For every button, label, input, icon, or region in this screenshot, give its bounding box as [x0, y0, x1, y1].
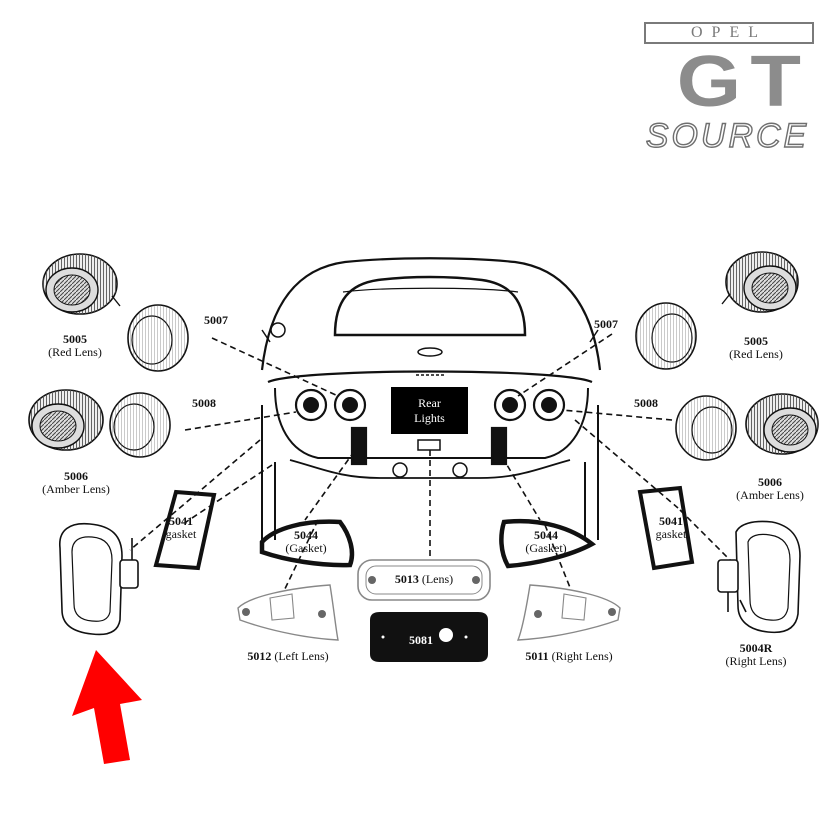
part-desc: (Red Lens) [48, 345, 102, 360]
lamp-housing-5005-right [721, 251, 799, 313]
label-5005-left: 5005 (Red Lens) [45, 332, 105, 360]
part-desc: (Gasket) [285, 541, 327, 556]
part-number: 5005 [744, 334, 768, 348]
lamp-housing-5006-right [745, 393, 819, 455]
label-5007-right: 5007 [586, 317, 626, 331]
lamp-housing-5006-left [28, 389, 104, 451]
label-5013: 5013 (Lens) [384, 572, 464, 586]
label-5006-left: 5006 (Amber Lens) [36, 469, 116, 497]
car-tail-lamps [294, 388, 566, 422]
gasket-5081-center [370, 612, 488, 662]
logo-site: SOURCE [645, 116, 810, 155]
label-5044-right: 5044 (Gasket) [516, 528, 576, 556]
part-desc: (Amber Lens) [42, 482, 110, 497]
part-desc: (Left Lens) [274, 649, 329, 663]
label-5005-right: 5005 (Red Lens) [724, 334, 788, 362]
lens-5012-left [237, 584, 339, 641]
lens-5013-center [357, 559, 491, 601]
label-5008-left: 5008 [184, 396, 224, 410]
label-5004R: 5004R (Right Lens) [718, 641, 794, 669]
part-desc: gasket [655, 527, 687, 542]
logo-brand: OPEL [644, 22, 814, 44]
part-number: 5008 [192, 396, 216, 410]
part-number: 5007 [594, 317, 618, 331]
label-5007-left: 5007 [196, 313, 236, 327]
gasket-5041-right [637, 485, 695, 571]
label-5008-right: 5008 [626, 396, 666, 410]
part-desc: (Gasket) [525, 541, 567, 556]
part-number: 5013 [394, 572, 419, 586]
part-desc: (Red Lens) [729, 347, 783, 362]
label-5012: 5012 (Left Lens) [236, 649, 340, 663]
part-desc: (Right Lens) [725, 654, 787, 669]
part-number: 5044 [534, 528, 558, 542]
part-desc: (Amber Lens) [736, 488, 804, 503]
part-number: 5012 [247, 649, 272, 663]
part-desc: (Right Lens) [551, 649, 613, 663]
label-5006-right: 5006 (Amber Lens) [728, 475, 812, 503]
part-number: 5011 [525, 649, 549, 663]
logo-model: GT [676, 42, 811, 122]
gasket-5044-right [499, 518, 597, 569]
side-marker-5004-left [59, 522, 139, 636]
gasket-5044-left [259, 519, 355, 568]
part-number: 5041 [659, 514, 683, 528]
part-number: 5041 [169, 514, 193, 528]
part-desc: (Lens) [421, 572, 454, 586]
car-rear-outline [260, 257, 602, 540]
part-number: 5008 [634, 396, 658, 410]
label-5041-left: 5041 gasket [158, 514, 204, 542]
lamp-ring-5007-right [635, 302, 697, 370]
part-number: 5006 [64, 469, 88, 483]
part-number: 5005 [63, 332, 87, 346]
part-number: 5006 [758, 475, 782, 489]
label-5081: 5081 [396, 633, 446, 647]
part-number: 5044 [294, 528, 318, 542]
part-number: 5007 [204, 313, 228, 327]
gasket-5041-left [153, 489, 217, 571]
lens-5011-right [516, 584, 621, 641]
label-5041-right: 5041 gasket [648, 514, 694, 542]
label-5044-left: 5044 (Gasket) [276, 528, 336, 556]
side-marker-5004R [717, 520, 801, 634]
rear-lights-label: Rear Lights [391, 387, 468, 434]
part-desc: gasket [165, 527, 197, 542]
label-5011: 5011 (Right Lens) [514, 649, 624, 663]
lamp-housing-5005-left [42, 253, 121, 315]
lamp-ring-5008-left [109, 392, 171, 458]
lamp-ring-5008-right [675, 395, 737, 461]
arrow-up-right-icon [72, 650, 142, 764]
lamp-ring-5007-left [127, 304, 189, 372]
part-number: 5081 [409, 633, 433, 647]
part-number: 5004R [739, 641, 773, 655]
